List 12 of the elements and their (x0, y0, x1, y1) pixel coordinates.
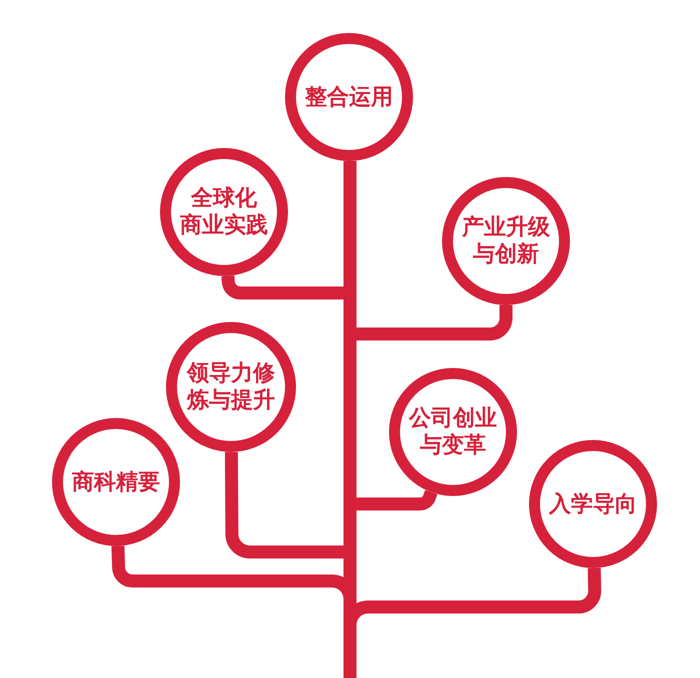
topic-label: 商科精要 (72, 468, 160, 496)
branch-line (344, 161, 356, 293)
topic-label: 公司创业与变革 (408, 405, 498, 459)
topic-label: 领导力修炼与提升 (185, 360, 276, 414)
topic-label: 整合运用 (305, 84, 393, 110)
topic-label: 产业升级与创新 (461, 214, 551, 268)
branch-line (344, 334, 356, 504)
branch-line (344, 293, 356, 334)
branch-line (344, 504, 356, 552)
topic-label: 全球化商业实践 (180, 185, 268, 239)
topic-label: 入学导向 (549, 490, 637, 518)
branch-line (344, 625, 356, 678)
